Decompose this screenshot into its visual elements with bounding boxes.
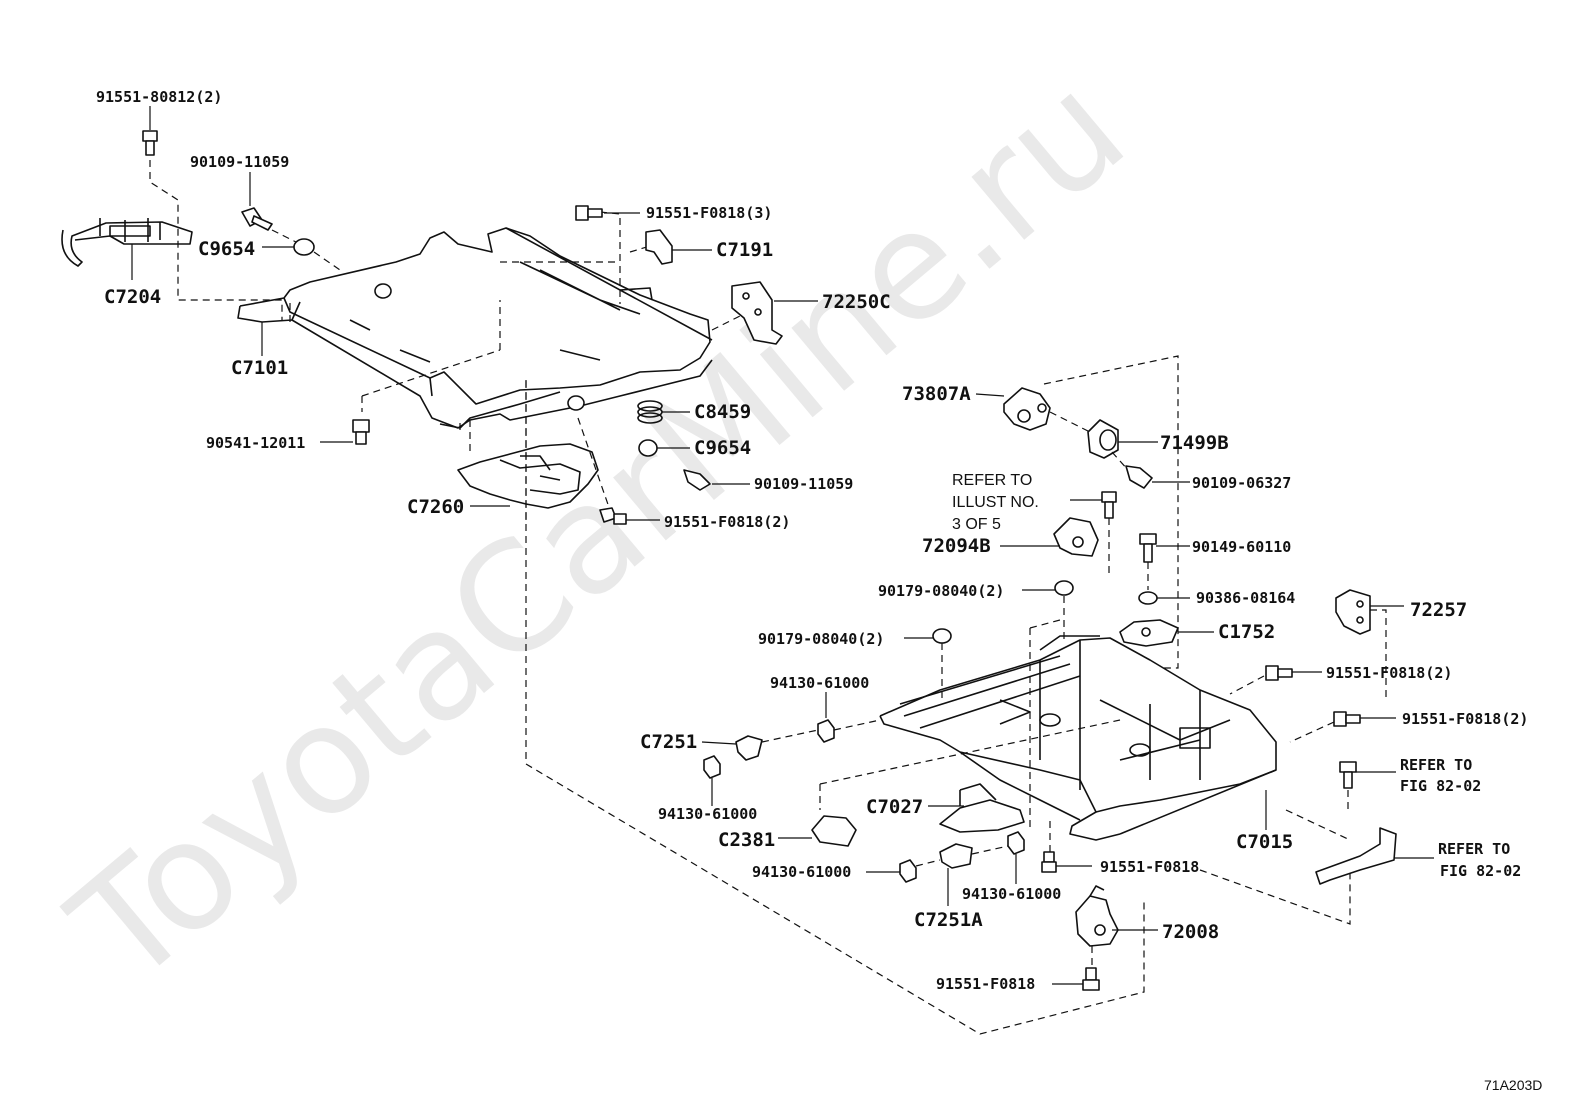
label-refer-illust-3: 3 OF 5: [952, 516, 1001, 533]
label-90109-06327: 90109-06327: [1192, 474, 1291, 492]
nut-c9654-mid: [638, 439, 658, 457]
label-91551-F0818-2a: 91551-F0818(2): [664, 513, 790, 531]
label-72094b: 72094B: [922, 535, 991, 557]
part-c7251: [735, 735, 763, 761]
label-91551-F0818-d: 91551-F0818: [1100, 858, 1199, 876]
label-c9654-mid: C9654: [694, 437, 751, 459]
label-91551-F0818-e: 91551-F0818: [936, 975, 1035, 993]
nut-94130-61000-b: [703, 755, 721, 779]
label-refer-fig-a2: FIG 82-02: [1400, 777, 1481, 795]
label-c7101: C7101: [231, 357, 288, 379]
part-c1752: [1119, 619, 1179, 647]
label-c7251a: C7251A: [914, 909, 983, 931]
label-c7191: C7191: [716, 239, 773, 261]
bolt-90541-12011: [352, 419, 370, 445]
nut-c9654-top: [293, 238, 315, 256]
part-72008: [1075, 885, 1119, 947]
label-c9654-top: C9654: [198, 238, 255, 260]
bolt-91551-80812: [142, 106, 158, 156]
label-c7015: C7015: [1236, 831, 1293, 853]
bolt-refer-fig-a: [1339, 761, 1357, 789]
nut-90179-08040-a: [1054, 580, 1074, 596]
bolt-91551-F0818-2a: [599, 507, 627, 525]
label-91551-80812: 91551-80812(2): [96, 88, 222, 106]
label-91551-F0818-2c: 91551-F0818(2): [1402, 710, 1528, 728]
part-c2381: [811, 815, 857, 847]
label-c7260: C7260: [407, 496, 464, 518]
label-refer-fig-b1: REFER TO: [1438, 840, 1510, 858]
bolt-91551-F0818-e: [1082, 967, 1100, 991]
part-c7260: [457, 443, 599, 509]
part-refer-fig-b: [1315, 827, 1397, 885]
bolt-refer-illust: [1101, 491, 1117, 519]
part-73807a: [1003, 387, 1051, 431]
part-72250c: [731, 281, 783, 345]
label-90179-08040-a: 90179-08040(2): [878, 582, 1004, 600]
label-c8459: C8459: [694, 401, 751, 423]
label-refer-illust-1: REFER TO: [952, 472, 1032, 489]
bolt-91551-F0818-d: [1041, 851, 1057, 873]
label-c2381: C2381: [718, 829, 775, 851]
label-90149-60110: 90149-60110: [1192, 538, 1291, 556]
label-72257: 72257: [1410, 599, 1467, 621]
label-90541-12011: 90541-12011: [206, 434, 305, 452]
washer-90386-08164: [1138, 591, 1158, 605]
bolt-90109-06327: [1125, 465, 1153, 489]
label-90179-08040-b: 90179-08040(2): [758, 630, 884, 648]
label-90109-11059-mid: 90109-11059: [754, 475, 853, 493]
bolt-91551-F0818-3: [575, 205, 603, 221]
nut-94130-61000-a: [817, 719, 835, 743]
label-94130-61000-b: 94130-61000: [658, 805, 757, 823]
part-72257: [1335, 589, 1371, 635]
label-91551-F0818-3: 91551-F0818(3): [646, 204, 772, 222]
bolt-90109-11059-top: [241, 207, 273, 231]
label-90109-11059-top: 90109-11059: [190, 153, 289, 171]
part-72094b: [1053, 517, 1099, 557]
part-c7101-frame: [237, 227, 713, 429]
label-73807a: 73807A: [902, 383, 971, 405]
part-c7251a: [939, 843, 973, 869]
label-71499b: 71499B: [1160, 432, 1229, 454]
label-90386-08164: 90386-08164: [1196, 589, 1295, 607]
nut-94130-61000-d: [1007, 831, 1025, 855]
part-c7204: [61, 218, 193, 267]
label-c7204: C7204: [104, 286, 161, 308]
bolt-90149-60110: [1139, 533, 1157, 563]
bolt-91551-F0818-2b: [1265, 665, 1293, 681]
part-c7015-track: [879, 635, 1277, 841]
label-94130-61000-c: 94130-61000: [752, 863, 851, 881]
part-71499b: [1087, 419, 1119, 459]
label-94130-61000-d: 94130-61000: [962, 885, 1061, 903]
nut-94130-61000-c: [899, 859, 917, 883]
figure-code: 71A203D: [1484, 1077, 1542, 1093]
part-c7027: [939, 783, 1025, 833]
label-c7251: C7251: [640, 731, 697, 753]
bolt-91551-F0818-2c: [1333, 711, 1361, 727]
label-94130-61000-a: 94130-61000: [770, 674, 869, 692]
label-refer-fig-b2: FIG 82-02: [1440, 862, 1521, 880]
label-refer-illust-2: ILLUST NO.: [952, 494, 1039, 511]
label-91551-F0818-2b: 91551-F0818(2): [1326, 664, 1452, 682]
label-72250c: 72250C: [822, 291, 891, 313]
nut-90179-08040-b: [932, 628, 952, 644]
part-c7191: [645, 229, 673, 265]
bolt-90109-11059-mid: [683, 469, 711, 491]
label-refer-fig-a1: REFER TO: [1400, 756, 1472, 774]
label-72008: 72008: [1162, 921, 1219, 943]
label-c7027: C7027: [866, 796, 923, 818]
label-c1752: C1752: [1218, 621, 1275, 643]
